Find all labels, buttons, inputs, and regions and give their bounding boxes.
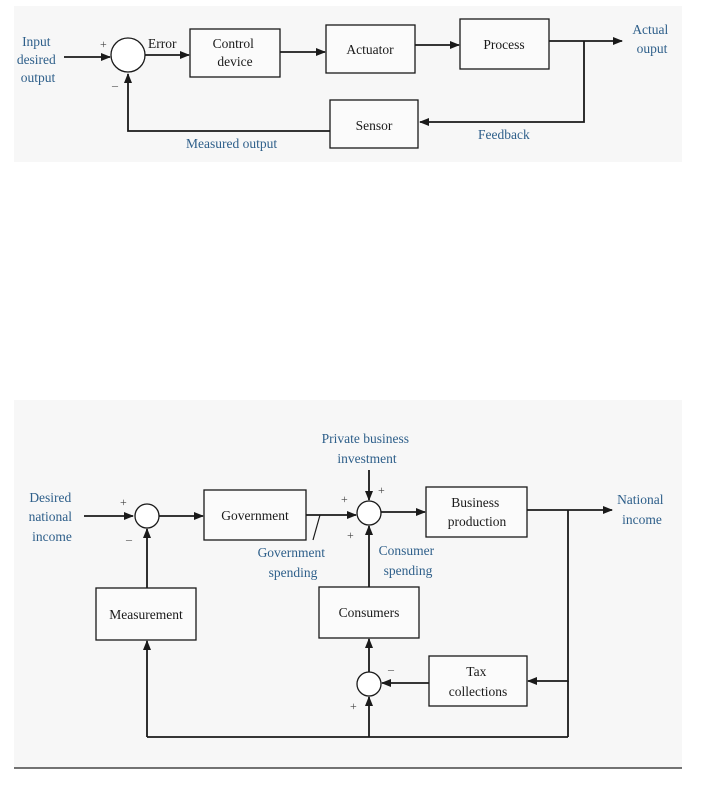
sum1-plus-sign: + — [120, 495, 127, 509]
measured-output-path — [124, 73, 330, 132]
sum2-plus-top: + — [378, 483, 385, 497]
actuator-label: Actuator — [346, 42, 394, 57]
feedback-label: Feedback — [478, 127, 530, 142]
feedback-path — [419, 41, 585, 126]
sum2-plus-left: + — [341, 492, 348, 506]
error-label: Error — [148, 36, 177, 51]
government-spending-leader — [312, 514, 321, 541]
consumer-spending-label: Consumer spending — [379, 543, 438, 578]
summing-junction-2 — [356, 500, 382, 526]
process-block — [459, 18, 550, 70]
diagram2-panel — [14, 400, 682, 768]
input-label: Input desired output — [17, 34, 59, 85]
measurement-block — [95, 587, 197, 641]
consumers-block — [318, 586, 420, 639]
government-label: Government — [221, 508, 289, 523]
private-investment-label: Private business investment — [322, 431, 413, 466]
actual-output-label: Actual ouput — [632, 22, 671, 56]
sensor-label: Sensor — [356, 118, 393, 133]
national-income-diagram: Desired national income + – Government G… — [14, 400, 682, 769]
consumers-label: Consumers — [339, 605, 400, 620]
control-device-label: Control device — [213, 36, 258, 69]
sum3-minus-sign: – — [387, 662, 395, 676]
sensor-block — [329, 99, 419, 149]
summing-junction-1 — [134, 503, 160, 529]
business-production-label: Business production — [448, 495, 507, 529]
measurement-label: Measurement — [109, 607, 183, 622]
control-loop-diagram: Input desired output + – Error Control d… — [14, 6, 682, 162]
government-spending-label: Government spending — [258, 545, 329, 580]
desired-income-label: Desired national income — [29, 490, 76, 544]
tax-collections-label: Tax collections — [449, 664, 507, 699]
government-block — [203, 489, 307, 541]
actuator-block — [325, 24, 416, 74]
control-device-block — [189, 28, 281, 78]
process-label: Process — [483, 37, 524, 52]
national-income-label: National income — [617, 492, 667, 527]
business-production-block — [425, 486, 528, 538]
sum3-plus-sign: + — [350, 699, 357, 713]
tax-collections-block — [428, 655, 528, 707]
plus-sign: + — [100, 37, 107, 51]
sum1-minus-sign: – — [125, 532, 133, 546]
minus-sign: – — [111, 78, 119, 92]
measured-output-label: Measured output — [186, 136, 277, 151]
summing-junction — [110, 37, 146, 73]
summing-junction-3 — [356, 671, 382, 697]
sum2-plus-bottom: + — [347, 528, 354, 542]
